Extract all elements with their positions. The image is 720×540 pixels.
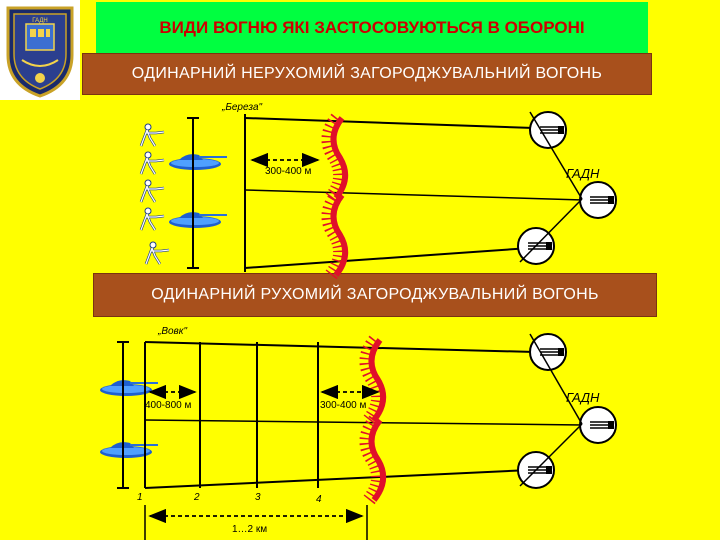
soldier-icon: [139, 150, 166, 176]
line-number-1: 1: [137, 492, 143, 503]
distance-right-label: 300-400 м: [320, 400, 366, 411]
distance-label: 300-400 м: [265, 166, 311, 177]
tank-icon: [99, 441, 159, 459]
fire-line: [244, 247, 531, 269]
fire-line: [144, 469, 531, 489]
barrage-icon: [328, 118, 345, 198]
tank-icon: [99, 379, 159, 397]
page-title-text: ВИДИ ВОГНЮ ЯКІ ЗАСТОСОВУЮТЬСЯ В ОБОРОНІ: [159, 18, 585, 37]
shield-emblem-icon: ГАДН: [6, 6, 74, 98]
fire-line: [144, 419, 584, 426]
line-number-2: 2: [193, 492, 200, 503]
code-name-label: „Береза": [221, 102, 263, 113]
line-number-4: 4: [316, 494, 322, 505]
unit-label: ГАДН: [566, 390, 600, 405]
total-distance-label: 1…2 км: [232, 524, 267, 535]
fire-line: [144, 341, 536, 353]
section2-banner-text: ОДИНАРНИЙ РУХОМИЙ ЗАГОРОДЖУВАЛЬНИЙ ВОГОН…: [151, 286, 599, 303]
fire-line: [244, 189, 584, 201]
code-name-label: „Вовк": [157, 326, 188, 337]
distance-left-label: 400-800 м: [145, 400, 191, 411]
section1-banner: ОДИНАРНИЙ НЕРУХОМИЙ ЗАГОРОДЖУВАЛЬНИЙ ВОГ…: [82, 53, 652, 95]
section1-diagram: 300-400 м „Береза" ГАДН: [139, 102, 617, 275]
unit-label: ГАДН: [566, 166, 600, 181]
section2-banner: ОДИНАРНИЙ РУХОМИЙ ЗАГОРОДЖУВАЛЬНИЙ ВОГОН…: [93, 273, 657, 317]
tank-icon: [168, 153, 228, 171]
section2-diagram: 400-800 м 300-400 м „Вовк" 1 2 3 4 1…2 к…: [99, 326, 617, 540]
barrage-icon: [366, 340, 383, 420]
emblem: ГАДН: [0, 0, 80, 100]
artillery-gun-icon: [579, 406, 617, 444]
section1-banner-text: ОДИНАРНИЙ НЕРУХОМИЙ ЗАГОРОДЖУВАЛЬНИЙ ВОГ…: [131, 65, 603, 82]
soldier-icon: [139, 178, 166, 204]
emblem-text: ГАДН: [32, 18, 47, 24]
page-title: ВИДИ ВОГНЮ ЯКІ ЗАСТОСОВУЮТЬСЯ В ОБОРОНІ: [96, 2, 648, 54]
tank-icon: [168, 211, 228, 229]
barrage-icon: [328, 195, 345, 275]
soldier-icon: [139, 122, 166, 148]
line-number-3: 3: [255, 492, 261, 503]
fire-line: [244, 117, 535, 129]
barrage-icon: [366, 420, 383, 500]
soldier-icon: [139, 206, 166, 232]
artillery-gun-icon: [579, 181, 617, 219]
soldier-icon: [144, 240, 171, 266]
